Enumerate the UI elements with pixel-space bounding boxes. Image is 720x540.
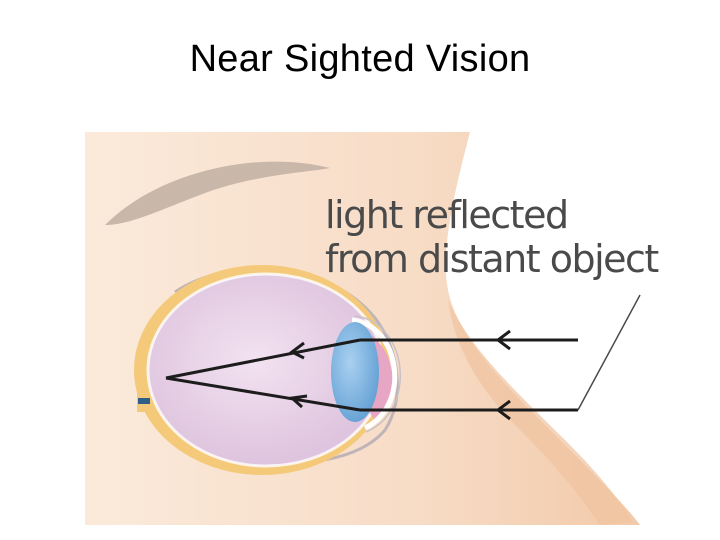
lens: [331, 322, 379, 422]
light-rays: [165, 338, 578, 412]
ray-lower-refracted: [165, 376, 361, 412]
slide-title: Near Sighted Vision: [189, 38, 531, 80]
arrowhead-lower-incoming: [495, 399, 511, 421]
cornea-edge: [354, 315, 401, 433]
optic-nerve-mark: [138, 398, 150, 404]
eyebrow: [105, 161, 330, 225]
ray-arrowheads: [288, 329, 511, 421]
caption-line-2: from distant object: [325, 237, 658, 281]
caption-leader-line: [577, 294, 641, 411]
arrowhead-upper-refracted: [289, 341, 305, 360]
cornea: [351, 317, 398, 431]
arrowhead-upper-incoming: [495, 329, 511, 351]
cheek-shadow: [448, 300, 632, 525]
eyeball: [148, 274, 384, 466]
arrowhead-lower-refracted: [288, 394, 308, 409]
caption-line-1: light reflected: [325, 193, 568, 237]
ray-upper-refracted: [165, 338, 361, 380]
